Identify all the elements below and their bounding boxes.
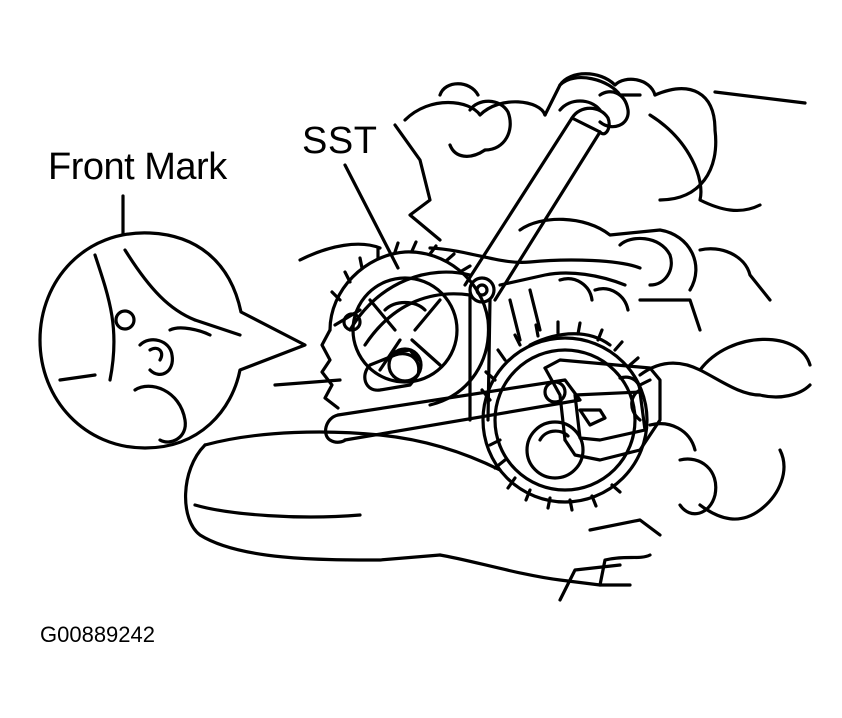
timing-belt [428,246,642,342]
camshaft-pulley-left [320,240,491,410]
camshaft-pulley-right [480,320,652,512]
front-mark-callout [38,231,307,450]
hand-top [448,72,718,202]
hand-right [630,337,812,521]
sst-leader-line [343,163,400,270]
engine-lower-body [183,430,662,602]
sst-wrench-horizontal [323,347,582,444]
figure-code-label: G00889242 [40,622,155,647]
tensioner [543,358,662,462]
sst-wrench-vertical [348,106,611,422]
front-mark-label: Front Mark [48,146,227,188]
sst-label: SST [302,120,378,162]
